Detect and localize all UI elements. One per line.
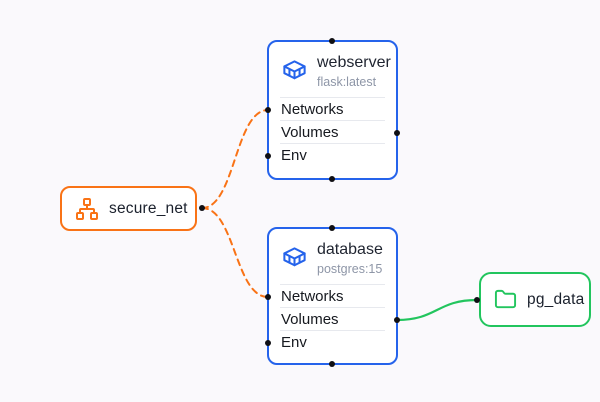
edge-database-volumes-to-pg-data[interactable] (395, 298, 479, 322)
node-secure-net-label: secure_net (109, 199, 188, 217)
handle-webserver-volumes[interactable] (394, 130, 400, 136)
handle-webserver-bottom[interactable] (329, 176, 335, 182)
section-label: Networks (281, 287, 344, 305)
network-icon (75, 197, 99, 221)
edge-secure-net-to-webserver-networks[interactable] (201, 109, 269, 209)
container-icon (281, 245, 308, 272)
divider (280, 143, 385, 144)
handle-database-env[interactable] (265, 340, 271, 346)
handle-webserver-top[interactable] (329, 38, 335, 44)
section-label: Volumes (281, 123, 339, 141)
divider (280, 120, 385, 121)
database-section-volumes[interactable]: Volumes (269, 308, 396, 330)
webserver-section-volumes[interactable]: Volumes (269, 121, 396, 143)
divider (280, 307, 385, 308)
divider (280, 330, 385, 331)
divider (280, 97, 385, 98)
container-icon (281, 58, 308, 85)
divider (280, 284, 385, 285)
handle-database-volumes[interactable] (394, 317, 400, 323)
database-section-networks[interactable]: Networks (269, 285, 396, 307)
section-label: Volumes (281, 310, 339, 328)
edge-secure-net-to-database-networks[interactable] (201, 207, 269, 298)
section-label: Env (281, 146, 307, 164)
node-database[interactable]: database postgres:15 Networks Volumes En… (267, 227, 398, 365)
section-label: Networks (281, 100, 344, 118)
handle-webserver-networks[interactable] (265, 107, 271, 113)
node-secure-net[interactable]: secure_net (60, 186, 197, 231)
node-webserver-header: webserver flask:latest (269, 42, 396, 97)
handle-webserver-env[interactable] (265, 153, 271, 159)
node-database-image-tag: postgres:15 (317, 261, 383, 276)
webserver-section-networks[interactable]: Networks (269, 98, 396, 120)
node-database-header: database postgres:15 (269, 229, 396, 284)
handle-secure-net-right[interactable] (199, 205, 205, 211)
node-webserver-image-tag: flask:latest (317, 74, 377, 89)
node-webserver[interactable]: webserver flask:latest Networks Volumes … (267, 40, 398, 180)
node-database-title: database (317, 241, 383, 259)
handle-database-networks[interactable] (265, 294, 271, 300)
handle-pg-data-left[interactable] (474, 297, 480, 303)
section-label: Env (281, 333, 307, 351)
node-pg-data-label: pg_data (527, 290, 585, 308)
folder-icon (494, 288, 517, 311)
node-pg-data[interactable]: pg_data (479, 272, 591, 327)
handle-database-bottom[interactable] (329, 361, 335, 367)
node-webserver-title: webserver (317, 54, 391, 72)
webserver-section-env[interactable]: Env (269, 144, 396, 166)
handle-database-top[interactable] (329, 225, 335, 231)
database-section-env[interactable]: Env (269, 331, 396, 353)
